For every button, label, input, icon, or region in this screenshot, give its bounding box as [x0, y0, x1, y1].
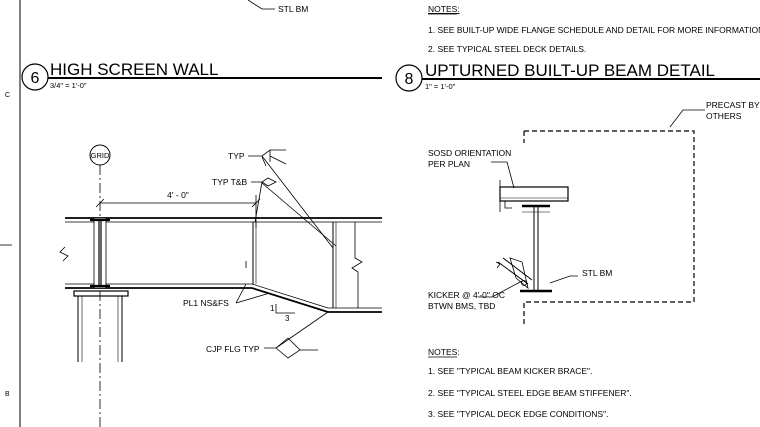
- callout-sosd-2: PER PLAN: [428, 159, 470, 169]
- callout-kicker-1: KICKER @ 4'-0" OC: [428, 290, 505, 300]
- upturned-beam-section: [499, 180, 569, 293]
- detail-6-top-leader: [247, 0, 275, 10]
- callout-sosd-1: SOSD ORIENTATION: [428, 148, 511, 158]
- callout-typ-tb: TYP T&B: [212, 177, 247, 187]
- precast-outline: [523, 130, 695, 324]
- detail-6-title: HIGH SCREEN WALL: [50, 60, 218, 79]
- notes-top-item-2: 2. SEE TYPICAL STEEL DECK DETAILS.: [428, 44, 586, 54]
- sheet-frame: [0, 0, 21, 427]
- callout-precast-2: OTHERS: [706, 111, 742, 121]
- notes-bottom-item-2: 2. SEE "TYPICAL STEEL EDGE BEAM STIFFENE…: [428, 388, 632, 398]
- steel-column: [73, 217, 129, 362]
- detail-8-leaders: [478, 109, 705, 298]
- callout-cjp: CJP FLG TYP: [206, 344, 260, 354]
- detail-6-top-callout: STL BM: [278, 4, 308, 14]
- callout-pl1: PL1 NS&FS: [183, 298, 229, 308]
- detail-8-title: UPTURNED BUILT-UP BEAM DETAIL: [425, 61, 715, 80]
- callout-typ: TYP: [228, 151, 245, 161]
- detail-6-number: 6: [31, 70, 40, 87]
- slope-run: 3: [285, 314, 290, 323]
- kicker-brace: [495, 257, 533, 290]
- detail-8-scale: 1" = 1'-0": [425, 82, 456, 91]
- notes-bottom-heading: NOTES:: [428, 347, 460, 357]
- callout-stl-bm: STL BM: [582, 268, 612, 278]
- weld-leaders: [235, 149, 337, 359]
- grid-label: GRID: [91, 151, 110, 160]
- detail-6-scale: 3/4" = 1'-0": [50, 81, 87, 90]
- detail-6-title-block: [21, 63, 382, 91]
- slope-rise: 1: [270, 304, 275, 313]
- detail-8-title-block: [395, 64, 760, 92]
- grid-ref-b: B: [5, 391, 10, 398]
- notes-bottom-item-1: 1. SEE "TYPICAL BEAM KICKER BRACE".: [428, 366, 592, 376]
- dimension-text: 4' - 0": [167, 190, 189, 200]
- callout-precast-1: PRECAST BY: [706, 100, 760, 110]
- slope-triangle: [275, 304, 295, 314]
- grid-ref-c: C: [5, 92, 10, 99]
- detail-8-number: 8: [405, 71, 414, 88]
- callout-kicker-2: BTWN BMS, TBD: [428, 301, 495, 311]
- notes-top-heading: NOTES:: [428, 4, 460, 14]
- notes-top-item-1: 1. SEE BUILT-UP WIDE FLANGE SCHEDULE AND…: [428, 25, 760, 35]
- notes-bottom-item-3: 3. SEE "TYPICAL DECK EDGE CONDITIONS".: [428, 409, 608, 419]
